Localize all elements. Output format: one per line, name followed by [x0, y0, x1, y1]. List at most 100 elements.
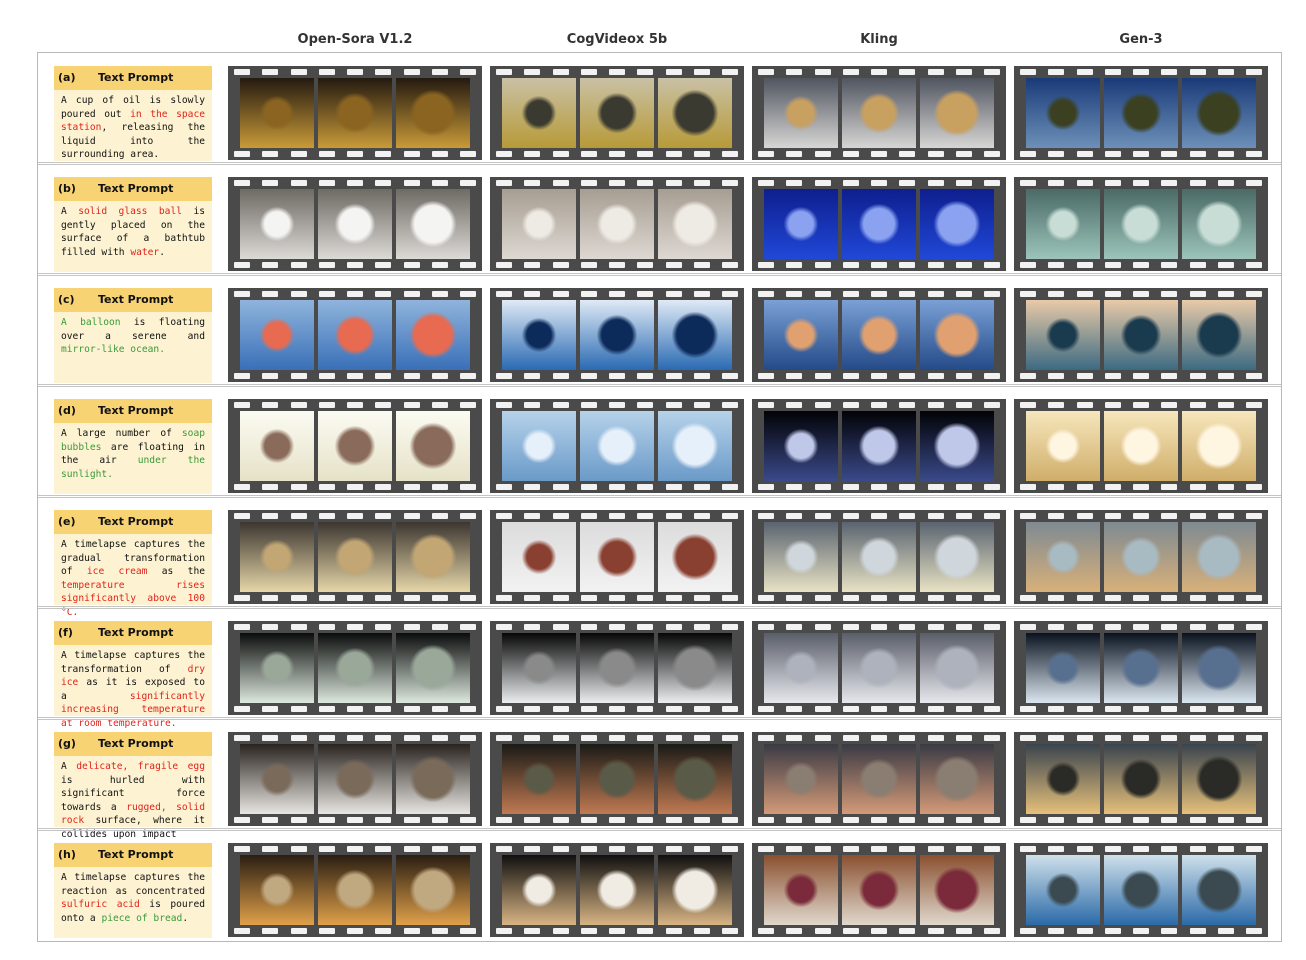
sprocket-hole	[1048, 180, 1065, 186]
sprocket-hole	[786, 291, 803, 297]
sprocket-holes	[234, 484, 476, 490]
sprocket-hole	[1020, 928, 1036, 934]
sprocket-hole	[234, 846, 250, 852]
highlighted-phrase: mirror-like ocean.	[61, 344, 165, 356]
column-header-2: CogVideox 5b	[566, 32, 668, 47]
sprocket-hole	[347, 180, 363, 186]
sprocket-hole	[722, 151, 738, 157]
sprocket-hole	[1048, 706, 1065, 712]
sprocket-hole	[722, 846, 738, 852]
sprocket-hole	[552, 373, 569, 379]
sprocket-hole	[1189, 513, 1206, 519]
sprocket-hole	[460, 624, 476, 630]
video-frame	[240, 633, 314, 703]
prompt-title: Text Prompt	[98, 737, 174, 750]
prompt-title: Text Prompt	[98, 71, 174, 84]
video-frame	[502, 411, 576, 481]
sprocket-hole	[665, 846, 682, 852]
film-strip	[490, 288, 744, 382]
video-frame	[764, 78, 838, 148]
sprocket-hole	[524, 484, 541, 490]
video-frame	[658, 189, 732, 259]
sprocket-hole	[984, 484, 1000, 490]
sprocket-hole	[496, 291, 512, 297]
sprocket-hole	[524, 262, 541, 268]
sprocket-hole	[955, 262, 972, 268]
sprocket-hole	[693, 402, 710, 408]
video-frames	[764, 522, 994, 592]
sprocket-hole	[1217, 262, 1234, 268]
sprocket-hole	[758, 151, 774, 157]
sprocket-hole	[1020, 846, 1036, 852]
video-frames	[240, 744, 470, 814]
film-strip	[1014, 288, 1268, 382]
video-frame	[502, 189, 576, 259]
sprocket-hole	[637, 402, 654, 408]
sprocket-hole	[460, 484, 476, 490]
sprocket-hole	[347, 262, 363, 268]
sprocket-hole	[552, 291, 569, 297]
sprocket-hole	[693, 373, 710, 379]
video-frame	[580, 78, 654, 148]
sprocket-hole	[927, 624, 944, 630]
prompt-segment: as the	[147, 566, 205, 578]
sprocket-hole	[375, 151, 392, 157]
sprocket-hole	[665, 262, 682, 268]
sprocket-hole	[1020, 595, 1036, 601]
sprocket-hole	[637, 484, 654, 490]
sprocket-hole	[262, 817, 279, 823]
sprocket-hole	[318, 595, 335, 601]
sprocket-hole	[722, 262, 738, 268]
sprocket-hole	[496, 817, 512, 823]
sprocket-hole	[1020, 262, 1036, 268]
sprocket-hole	[403, 484, 420, 490]
sprocket-hole	[814, 291, 831, 297]
sprocket-hole	[984, 291, 1000, 297]
sprocket-hole	[496, 706, 512, 712]
sprocket-hole	[1020, 402, 1036, 408]
video-frame	[842, 300, 916, 370]
video-frame	[1026, 522, 1100, 592]
sprocket-hole	[1076, 928, 1093, 934]
sprocket-hole	[1048, 846, 1065, 852]
sprocket-hole	[1161, 291, 1178, 297]
sprocket-hole	[290, 624, 307, 630]
sprocket-hole	[431, 151, 448, 157]
sprocket-hole	[290, 706, 307, 712]
sprocket-hole	[665, 817, 682, 823]
sprocket-hole	[1020, 735, 1036, 741]
sprocket-hole	[758, 817, 774, 823]
video-frame	[1182, 522, 1256, 592]
sprocket-hole	[1104, 291, 1121, 297]
sprocket-hole	[496, 595, 512, 601]
sprocket-hole	[234, 291, 250, 297]
sprocket-hole	[722, 624, 738, 630]
sprocket-holes	[234, 151, 476, 157]
row-tag: (d)	[58, 404, 76, 417]
sprocket-hole	[842, 735, 859, 741]
sprocket-hole	[524, 513, 541, 519]
sprocket-hole	[1189, 262, 1206, 268]
sprocket-hole	[1076, 624, 1093, 630]
sprocket-hole	[693, 484, 710, 490]
column-header-3: Kling	[860, 32, 898, 47]
sprocket-hole	[580, 69, 597, 75]
sprocket-hole	[403, 735, 420, 741]
video-frame	[318, 78, 392, 148]
sprocket-hole	[814, 262, 831, 268]
sprocket-hole	[1217, 373, 1234, 379]
sprocket-hole	[1217, 402, 1234, 408]
video-frames	[1026, 78, 1256, 148]
video-frame	[580, 300, 654, 370]
sprocket-hole	[609, 513, 625, 519]
sprocket-hole	[1076, 595, 1093, 601]
sprocket-hole	[899, 817, 916, 823]
sprocket-hole	[871, 484, 887, 490]
highlighted-phrase: temperature rises significantly above 10…	[61, 579, 205, 618]
video-frame	[920, 522, 994, 592]
sprocket-hole	[927, 484, 944, 490]
sprocket-hole	[1048, 69, 1065, 75]
sprocket-hole	[1161, 624, 1178, 630]
sprocket-hole	[1189, 373, 1206, 379]
